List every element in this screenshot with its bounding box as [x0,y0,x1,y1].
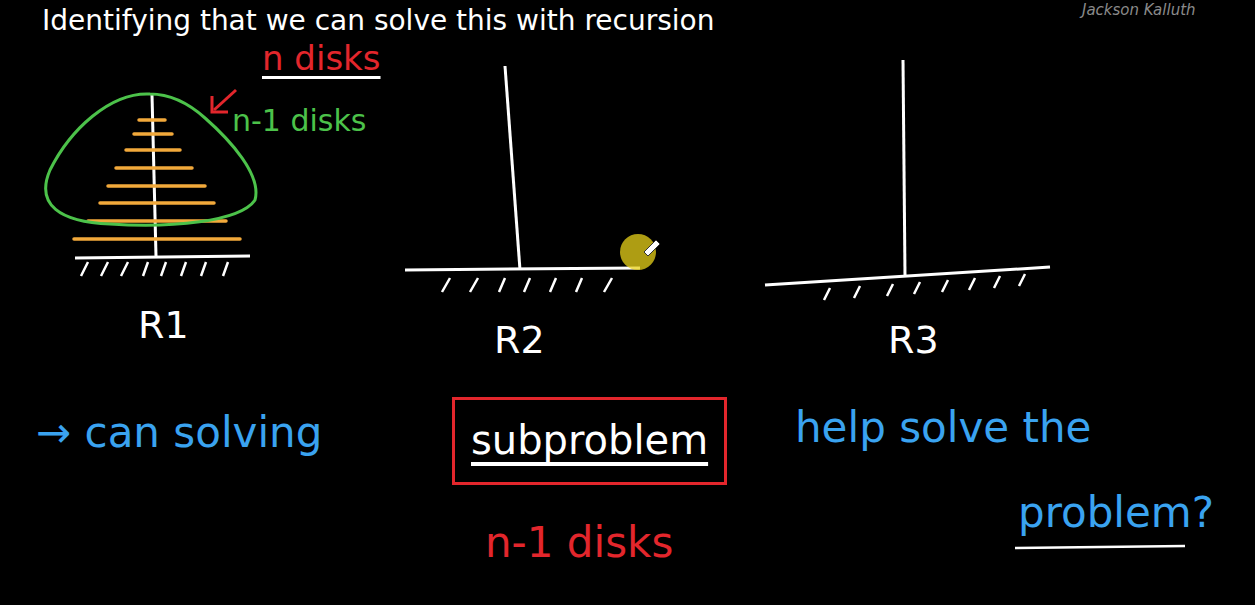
rod [505,66,520,270]
rod-base [765,267,1050,285]
question-text: problem? [1018,490,1214,536]
rod [903,60,905,276]
subproblem-loop [46,94,256,225]
ground-hatch [81,262,228,276]
pencil-icon [644,240,660,256]
rod-base [405,268,640,270]
arrow-head [212,96,228,112]
disks [74,120,240,239]
watermark: Jackson Kalluth [1082,2,1196,19]
ground-hatch [442,278,612,292]
question-text: help solve the [795,405,1091,451]
underline [1015,546,1185,548]
callout-text: n-1 disks [232,104,366,137]
question-text: → can solving [36,410,322,456]
slide-title: Identifying that we can solve this with … [42,6,714,37]
ground-hatch [824,274,1025,300]
rod-name: R1 [138,305,189,347]
note-text: n-1 disks [485,520,673,566]
callout-text: n disks [262,40,381,77]
rod-name: R2 [494,320,545,362]
rod-name: R3 [888,320,939,362]
rod-base [75,256,250,258]
highlight-box: subproblem [452,397,727,485]
box-text: subproblem [471,418,708,462]
